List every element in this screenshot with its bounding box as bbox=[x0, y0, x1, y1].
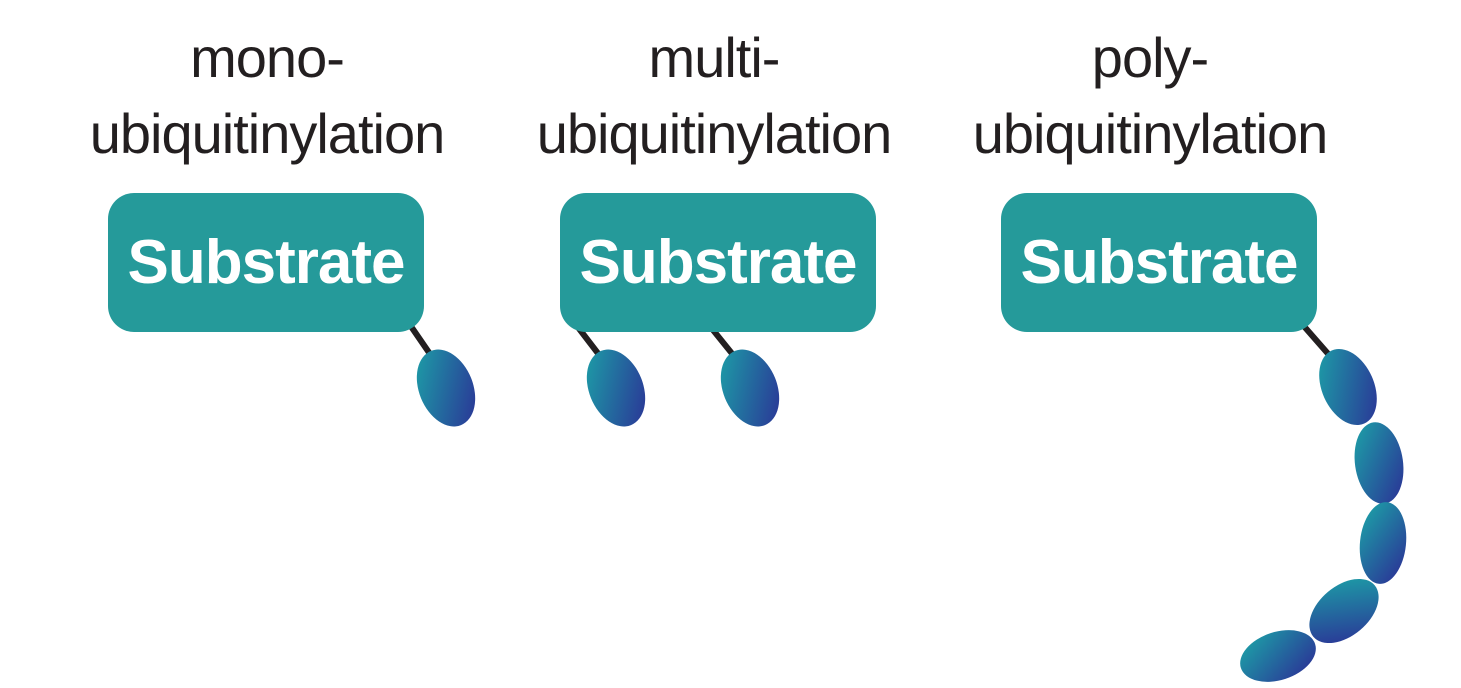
multi-substrate-label: Substrate bbox=[579, 228, 858, 297]
poly-title-line2: ubiquitinylation bbox=[972, 102, 1328, 165]
poly-ubiquitin-3 bbox=[1359, 502, 1407, 584]
multi-ubiquitin-2 bbox=[720, 349, 780, 427]
multi-ubiquitin-1 bbox=[586, 349, 646, 427]
multi-title-line1: multi- bbox=[648, 26, 781, 89]
mono-ubiquitin bbox=[416, 349, 476, 427]
poly-title: poly- ubiquitinylation bbox=[930, 20, 1370, 172]
poly-ubiquitin-4 bbox=[1309, 578, 1379, 644]
poly-ubiquitin-1 bbox=[1319, 348, 1377, 426]
mono-title: mono- ubiquitinylation bbox=[47, 20, 487, 172]
multi-substrate-box: Substrate bbox=[560, 193, 876, 332]
poly-substrate-box: Substrate bbox=[1001, 193, 1317, 332]
multi-title-line2: ubiquitinylation bbox=[536, 102, 892, 165]
poly-linker bbox=[1299, 321, 1333, 359]
poly-title-line1: poly- bbox=[1091, 26, 1209, 89]
mono-substrate-label: Substrate bbox=[127, 228, 406, 297]
mono-title-line1: mono- bbox=[190, 26, 345, 89]
multi-linker-2 bbox=[710, 327, 737, 359]
poly-substrate-label: Substrate bbox=[1020, 228, 1299, 297]
mono-substrate-box: Substrate bbox=[108, 193, 424, 332]
mono-title-line2: ubiquitinylation bbox=[89, 102, 445, 165]
poly-ubiquitin-2 bbox=[1354, 422, 1404, 504]
multi-title: multi- ubiquitinylation bbox=[494, 20, 934, 172]
poly-ubiquitin-5 bbox=[1240, 630, 1316, 682]
